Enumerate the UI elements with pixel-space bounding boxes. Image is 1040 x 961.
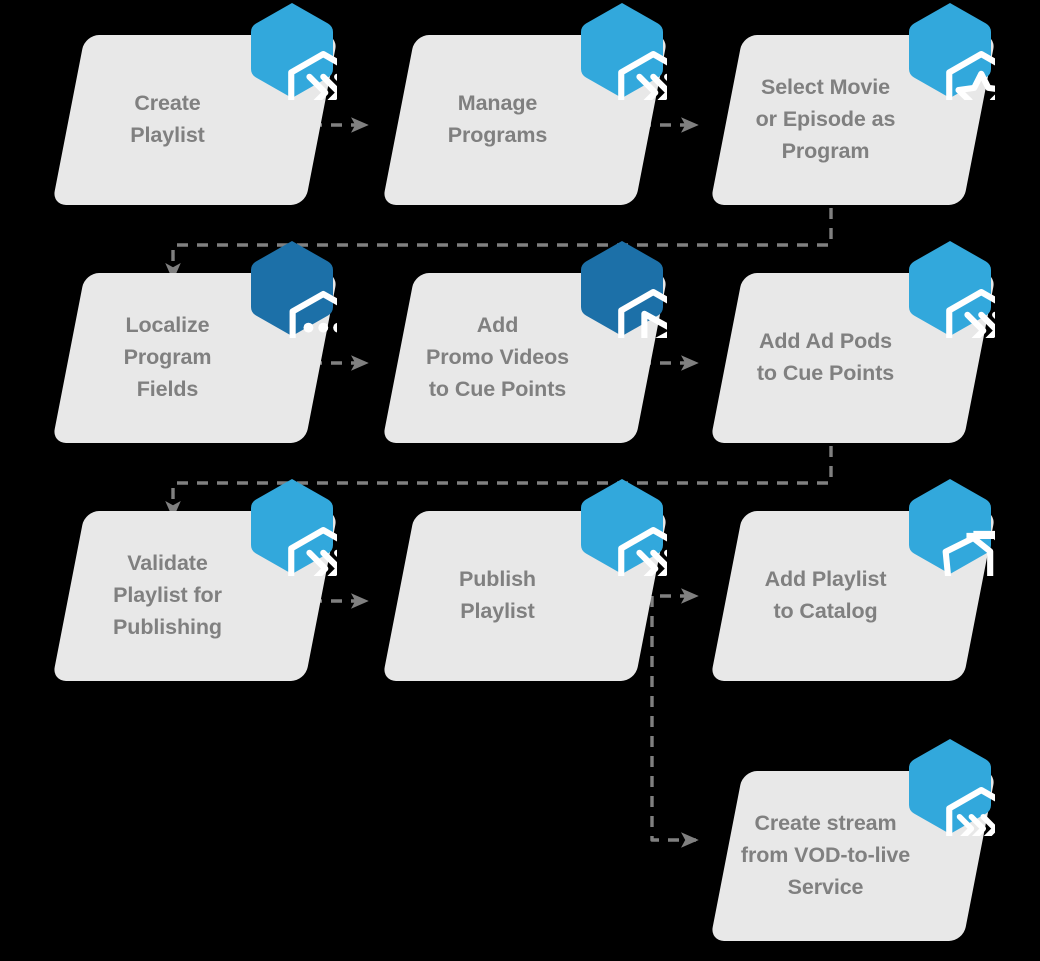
- star-hex-icon-badge: [905, 1, 995, 100]
- chevrons-hex-icon-badge: [247, 1, 337, 100]
- stream-screen-icon-badge: [905, 737, 995, 836]
- chevrons-hex-icon: [251, 3, 333, 98]
- chevrons-hex-icon-badge: [577, 477, 667, 576]
- chat-bubble-icon-badge: [247, 239, 337, 338]
- stream-screen-icon: [909, 739, 991, 834]
- chat-bubble-icon: [251, 241, 333, 336]
- chevrons-hex-icon: [251, 479, 333, 574]
- chevrons-hex-icon: [581, 479, 663, 574]
- star-hex-icon: [909, 3, 991, 98]
- chevrons-hex-icon-badge: [577, 1, 667, 100]
- play-hex-icon: [581, 241, 663, 336]
- chevrons-hex-icon: [581, 3, 663, 98]
- layers-hex-icon: [909, 479, 991, 574]
- chevrons-hex-icon-badge: [247, 477, 337, 576]
- play-hex-icon-badge: [577, 239, 667, 338]
- chevrons-hex-icon: [909, 241, 991, 336]
- layers-hex-icon-badge: [905, 477, 995, 576]
- chevrons-hex-icon-badge: [905, 239, 995, 338]
